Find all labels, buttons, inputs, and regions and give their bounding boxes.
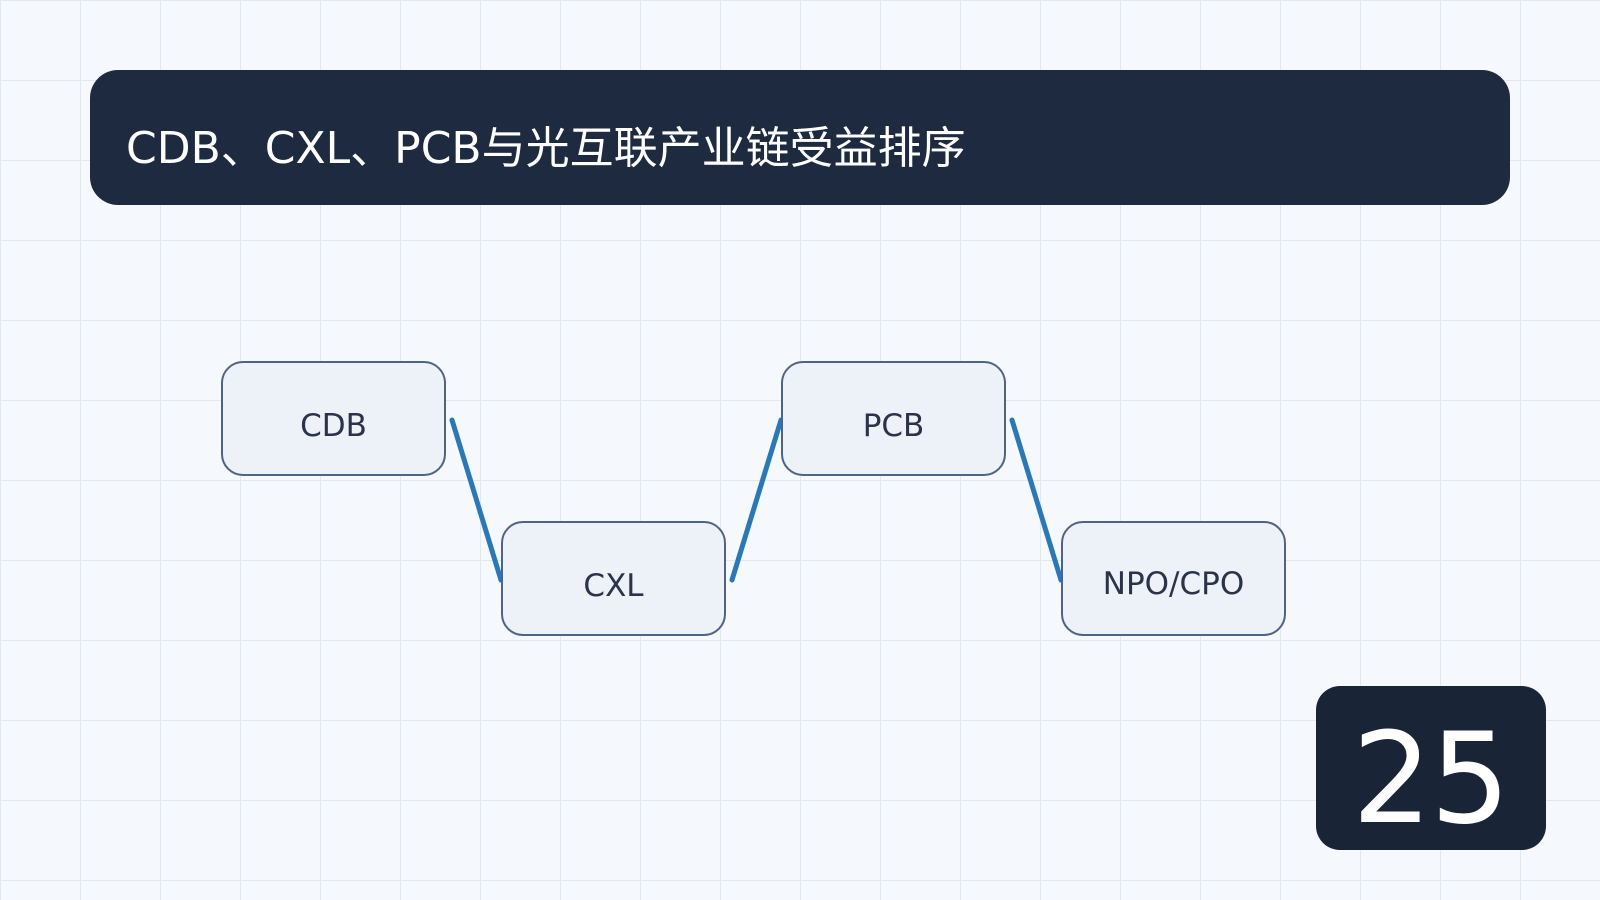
node-cdb: CDB — [221, 361, 446, 476]
node-npo-cpo: NPO/CPO — [1061, 521, 1286, 636]
node-label: NPO/CPO — [1102, 565, 1245, 602]
node-cxl: CXL — [501, 521, 726, 636]
connector-cdb-cxl — [449, 417, 504, 583]
page-number-badge: 25 — [1316, 686, 1546, 850]
node-label: CXL — [583, 567, 644, 604]
connector-pcb-npo — [1009, 417, 1064, 583]
node-label: PCB — [862, 407, 925, 444]
page-number: 25 — [1352, 705, 1510, 850]
connector-cxl-pcb — [729, 417, 784, 583]
node-pcb: PCB — [781, 361, 1006, 476]
node-label: CDB — [300, 407, 367, 444]
slide-title: CDB、CXL、PCB与光互联产业链受益排序 — [126, 122, 966, 174]
title-banner: CDB、CXL、PCB与光互联产业链受益排序 — [90, 70, 1510, 205]
